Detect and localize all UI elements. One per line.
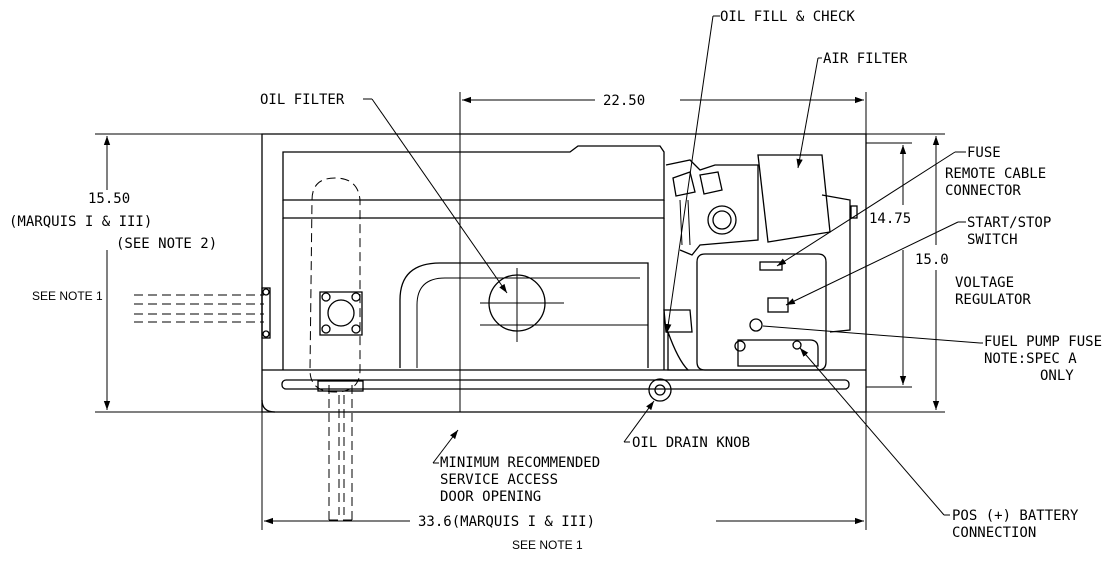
label-see-note-1-bottom: SEE NOTE 1: [512, 538, 583, 552]
leader-lines: [363, 15, 983, 516]
label-see-note-1-left: SEE NOTE 1: [32, 289, 103, 303]
label-battery-line2: CONNECTION: [952, 525, 1036, 541]
label-fuel-pump-fuse: FUEL PUMP FUSE: [984, 334, 1102, 350]
exhaust-dashed-outline: [134, 177, 361, 521]
label-air-filter: AIR FILTER: [823, 51, 908, 67]
label-oil-fill: OIL FILL & CHECK: [720, 9, 855, 25]
label-remote-cable-line1: REMOTE CABLE: [945, 166, 1046, 182]
dimension-lines: [95, 92, 945, 530]
engine-block: [282, 145, 665, 370]
label-start-stop-line1: START/STOP: [967, 215, 1051, 231]
exhaust-flange: [261, 287, 364, 392]
oil-drain-knob-symbol: [648, 378, 672, 402]
label-see-note-2: (SEE NOTE 2): [116, 236, 217, 252]
engine-components-right: [663, 159, 759, 371]
dim-right-inner-height: 14.75: [869, 211, 911, 227]
label-spec-note-line1: NOTE:SPEC A: [984, 351, 1077, 367]
label-voltage-reg-line2: REGULATOR: [955, 292, 1031, 308]
label-oil-drain: OIL DRAIN KNOB: [632, 435, 750, 451]
dim-top-width: 22.50: [603, 93, 645, 109]
label-min-access-line2: SERVICE ACCESS: [440, 472, 558, 488]
dim-right-outer-height: 15.0: [915, 252, 949, 268]
label-battery-line1: POS (+) BATTERY: [952, 508, 1079, 524]
label-remote-cable-line2: CONNECTOR: [945, 183, 1021, 199]
control-box: [696, 253, 827, 371]
label-fuse: FUSE: [967, 145, 1001, 161]
air-filter-housing: [757, 154, 858, 333]
labels: OIL FILL & CHECK AIR FILTER OIL FILTER 2…: [9, 9, 1102, 552]
dim-left-height: 15.50: [88, 191, 130, 207]
dim-bottom-width: 33.6(MARQUIS I & III): [418, 514, 595, 530]
label-voltage-reg-line1: VOLTAGE: [955, 275, 1014, 291]
label-marquis-left: (MARQUIS I & III): [9, 214, 152, 230]
label-min-access-line3: DOOR OPENING: [440, 489, 541, 505]
label-min-access-line1: MINIMUM RECOMMENDED: [440, 455, 600, 471]
label-spec-note-line2: ONLY: [1040, 368, 1074, 384]
oil-filter-symbol: [480, 268, 564, 342]
label-oil-filter: OIL FILTER: [260, 92, 345, 108]
label-start-stop-line2: SWITCH: [967, 232, 1018, 248]
